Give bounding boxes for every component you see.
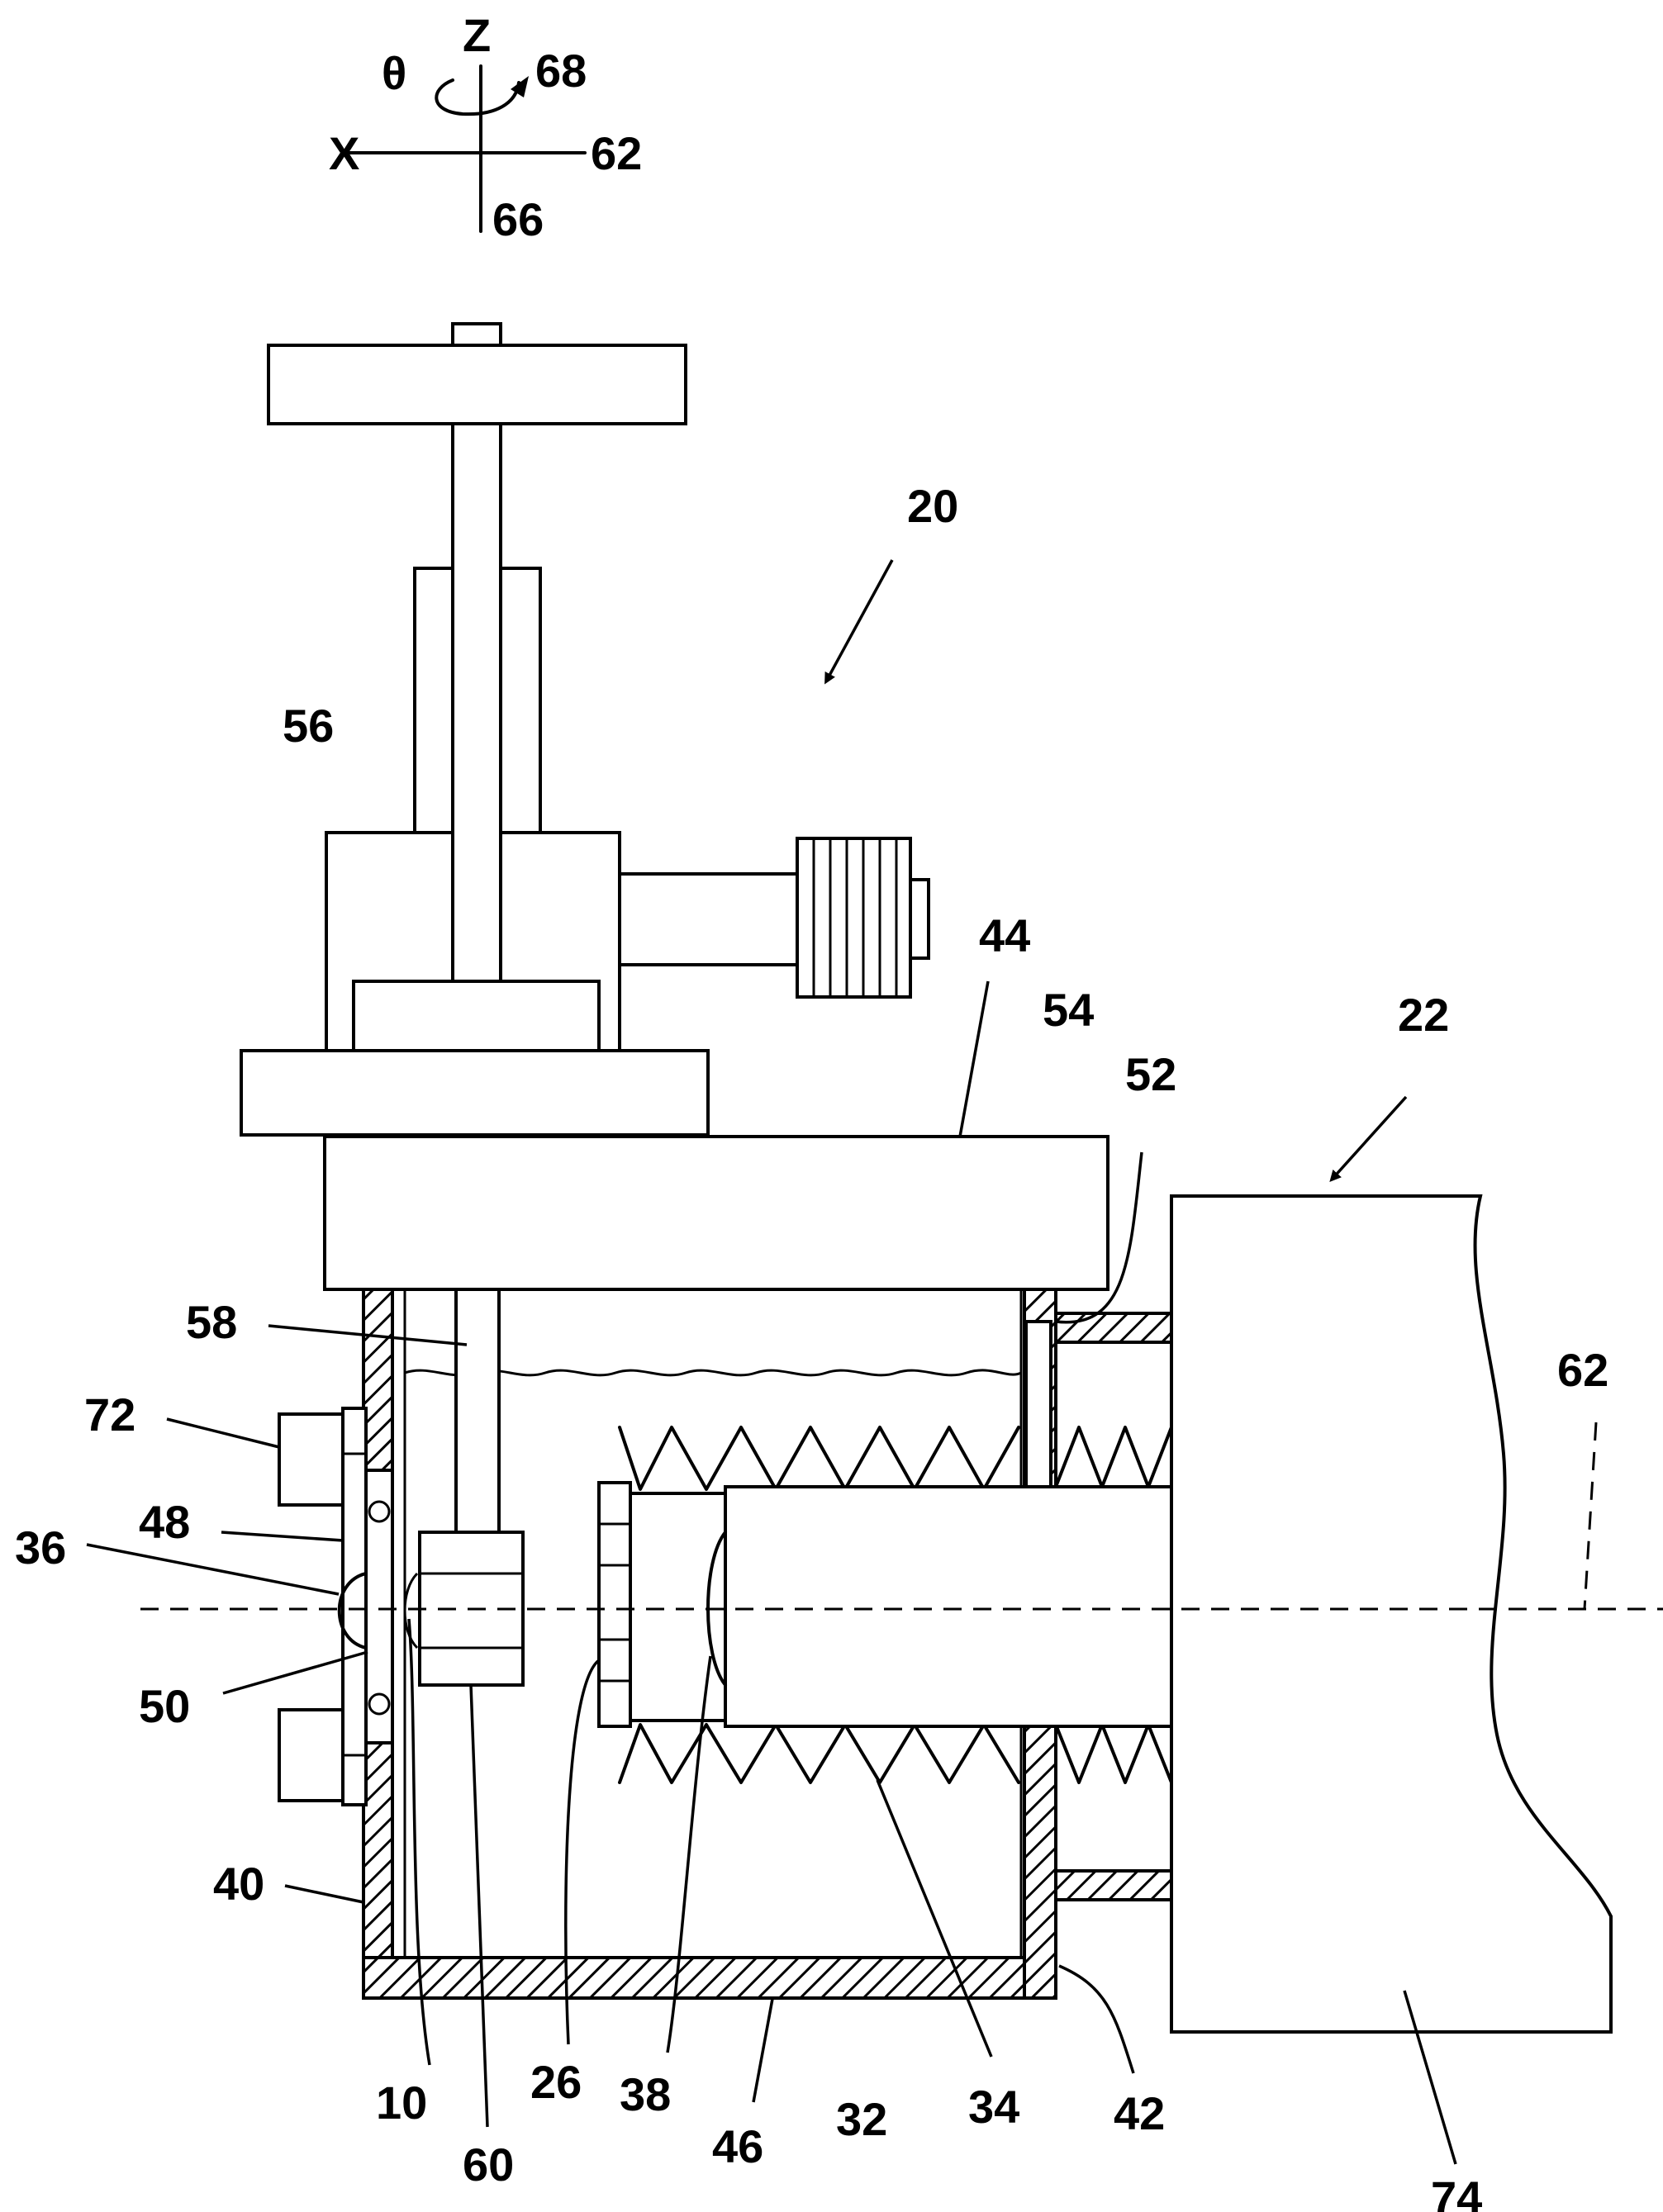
bellows-top-zigzag <box>618 1426 1020 1491</box>
right-wall-opening <box>1024 1320 1052 1488</box>
leader-42 <box>1058 1964 1135 2074</box>
leader-46 <box>752 1998 774 2103</box>
ref-26: 26 <box>530 2056 582 2108</box>
ref-36: 36 <box>15 1521 66 1574</box>
ref-62-axis: 62 <box>591 127 642 179</box>
leader-34 <box>876 1779 993 2058</box>
top-knob <box>451 322 502 347</box>
top-plate <box>267 344 687 425</box>
leader-44 <box>958 980 990 1137</box>
leader-60 <box>469 1684 489 2128</box>
ref-10: 10 <box>376 2077 427 2129</box>
micrometer-barrel <box>618 872 799 966</box>
ref-48: 48 <box>139 1496 190 1548</box>
o-ring-top <box>368 1500 391 1523</box>
ref-40: 40 <box>213 1858 264 1910</box>
axis-label-x: X <box>329 127 359 179</box>
stage-base <box>352 980 601 1061</box>
transducer-assembly <box>597 1481 1173 1728</box>
lens-holder <box>629 1492 727 1722</box>
theta-arrowhead <box>511 76 529 97</box>
leader-26 <box>564 1659 601 2045</box>
leader-48 <box>221 1531 344 1542</box>
ref-72: 72 <box>84 1388 135 1441</box>
leader-72 <box>166 1417 280 1449</box>
transducer-body-22 <box>724 1485 1173 1728</box>
manipulator-assembly <box>240 322 930 1137</box>
o-ring-bottom <box>368 1692 391 1716</box>
leader-10 <box>407 1618 431 2066</box>
clamp-72-bottom <box>278 1708 344 1802</box>
window-flange <box>341 1407 368 1806</box>
ref-38: 38 <box>620 2068 671 2120</box>
ref-66: 66 <box>492 193 544 245</box>
bellows-bottom-zigzag <box>618 1723 1020 1784</box>
focal-curve <box>403 1572 419 1650</box>
arrow-20 <box>824 559 894 685</box>
arrow-22 <box>1329 1095 1408 1182</box>
ref-34: 34 <box>968 2081 1019 2133</box>
ref-50: 50 <box>139 1680 190 1732</box>
micrometer-thimble <box>796 837 912 999</box>
ref-54: 54 <box>1043 984 1094 1036</box>
probe-stem <box>454 1288 501 1535</box>
window-lens-36 <box>337 1572 368 1650</box>
window-assembly <box>278 1407 419 1806</box>
vertical-shaft <box>451 422 502 987</box>
seal-ring-52-top <box>1054 1312 1173 1344</box>
ref-20: 20 <box>907 480 958 532</box>
axes-indicator: Z θ X 68 62 66 <box>329 9 642 245</box>
reference-numerals: 20 22 56 44 54 52 58 62 72 48 36 50 40 1… <box>15 480 1608 2212</box>
mounting-plate <box>240 1049 710 1137</box>
leader-40 <box>284 1884 364 1904</box>
ref-46: 46 <box>712 2120 763 2172</box>
ref-22: 22 <box>1398 989 1449 1041</box>
theta-rotation-arc <box>435 78 520 116</box>
ref-62: 62 <box>1557 1344 1608 1396</box>
clamp-72-top <box>278 1412 344 1507</box>
ref-60: 60 <box>463 2138 514 2191</box>
seal-ring-bottom <box>1054 1869 1173 1901</box>
stage-74 <box>1170 1194 1613 2034</box>
bellows-outer-bottom <box>1054 1723 1173 1784</box>
leader-50 <box>222 1650 368 1695</box>
bellows-outer-top <box>1054 1426 1173 1488</box>
axis-label-theta: θ <box>382 47 406 99</box>
leader-52 <box>1055 1151 1143 1324</box>
leader-36 <box>86 1543 340 1596</box>
ref-42: 42 <box>1114 2087 1165 2139</box>
ref-68: 68 <box>535 45 587 97</box>
leaders <box>86 559 1457 2165</box>
centerline-62-leader <box>1583 1422 1598 1610</box>
ref-56: 56 <box>283 700 334 752</box>
micrometer-end-cap <box>909 878 930 960</box>
ref-32: 32 <box>836 2093 887 2145</box>
fluid-surface-58 <box>404 1369 1022 1377</box>
ref-44: 44 <box>979 909 1030 961</box>
ref-58: 58 <box>186 1296 237 1348</box>
transducer-face-26 <box>597 1481 632 1728</box>
ref-74: 74 <box>1431 2172 1482 2212</box>
leader-74 <box>1403 1990 1457 2165</box>
leader-58 <box>268 1324 468 1346</box>
lid-54 <box>323 1135 1109 1291</box>
ref-52: 52 <box>1125 1048 1176 1100</box>
leader-38 <box>666 1655 712 2053</box>
axis-label-z: Z <box>463 9 491 61</box>
